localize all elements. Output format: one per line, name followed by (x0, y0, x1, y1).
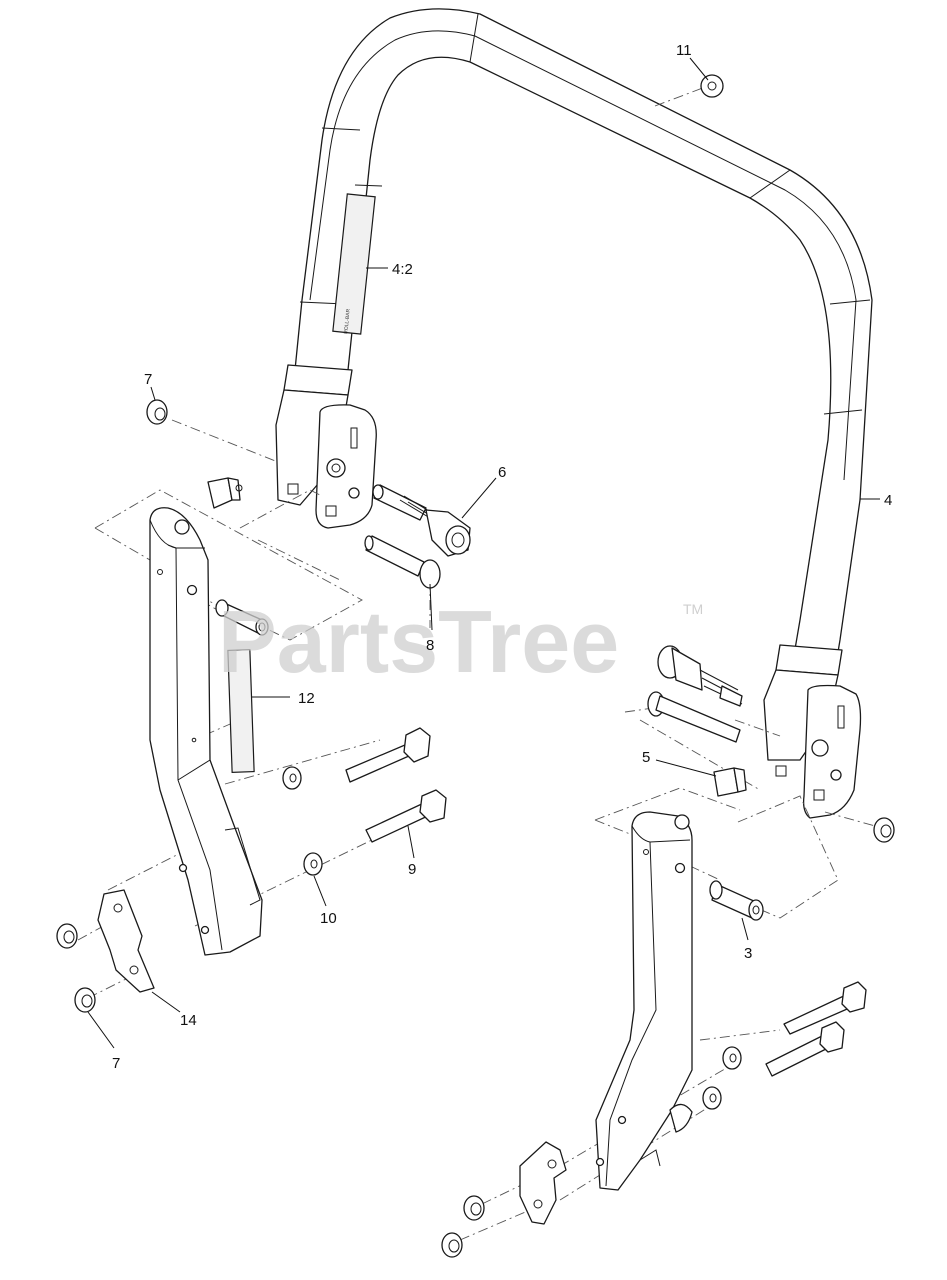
clevis-pin-8[interactable] (364, 535, 441, 589)
callout-5[interactable]: 5 (642, 749, 650, 766)
flange-nut-7-left-a[interactable] (56, 923, 78, 949)
callout-3[interactable]: 3 (744, 945, 752, 962)
flange-nut-11[interactable] (700, 74, 724, 98)
hex-bolt-right-lower[interactable] (765, 1021, 845, 1077)
callout-10[interactable]: 10 (320, 910, 337, 927)
decal-12[interactable] (227, 649, 255, 773)
mounting-plate-right[interactable] (519, 1141, 567, 1225)
flange-nut-right-a[interactable] (463, 1195, 485, 1221)
flange-nut-7-right-upper[interactable] (873, 817, 895, 843)
flat-washer-10-lower[interactable] (303, 852, 323, 876)
svg-text:ROLL-BAR: ROLL-BAR (343, 308, 352, 334)
spacer-tube-left[interactable] (215, 599, 269, 636)
hex-bolt-9-lower[interactable] (365, 789, 447, 843)
flange-nut-7-upper[interactable] (146, 399, 168, 425)
spacer-tube-3[interactable] (709, 880, 764, 921)
flat-washer-10-upper[interactable] (282, 766, 302, 790)
callout-labels: 11 4:2 7 6 4 8 12 5 9 10 3 14 7 (112, 42, 892, 1072)
callout-4-2[interactable]: 4:2 (392, 261, 413, 278)
callout-8[interactable]: 8 (426, 637, 434, 654)
flange-nut-7-left-b[interactable] (74, 987, 96, 1013)
latch-block-left[interactable] (207, 477, 243, 509)
callout-11[interactable]: 11 (676, 42, 692, 59)
detent-pin-6-upper[interactable] (372, 484, 471, 557)
detent-pin-6-lower[interactable] (657, 645, 743, 707)
callout-7-upper[interactable]: 7 (144, 371, 152, 388)
left-hinge-bracket[interactable] (275, 389, 377, 529)
watermark: PartsTree TM (218, 592, 703, 691)
flat-washer-right-b[interactable] (702, 1086, 722, 1110)
watermark-text: PartsTree (218, 592, 619, 691)
callout-9[interactable]: 9 (408, 861, 416, 878)
mounting-plate-14[interactable] (97, 889, 155, 993)
hex-bolt-right-upper[interactable] (783, 981, 867, 1035)
right-upright[interactable] (595, 811, 693, 1191)
watermark-trademark: TM (683, 601, 703, 617)
hex-bolt-9-upper[interactable] (345, 727, 431, 783)
latch-block-right[interactable] (713, 767, 747, 797)
callout-4[interactable]: 4 (884, 492, 892, 509)
flat-washer-right-a[interactable] (722, 1046, 742, 1070)
callout-12[interactable]: 12 (298, 690, 315, 707)
callout-leaders (87, 57, 880, 1049)
callout-6[interactable]: 6 (498, 464, 506, 481)
flange-nut-right-b[interactable] (441, 1232, 463, 1258)
right-hinge-bracket[interactable] (763, 669, 862, 819)
roll-bar-hoop[interactable]: ROLL-BAR (283, 8, 873, 701)
callout-7-lower[interactable]: 7 (112, 1055, 120, 1072)
clevis-pin-8-right[interactable] (647, 691, 741, 743)
left-upright[interactable] (149, 507, 263, 956)
callout-14[interactable]: 14 (180, 1012, 197, 1029)
